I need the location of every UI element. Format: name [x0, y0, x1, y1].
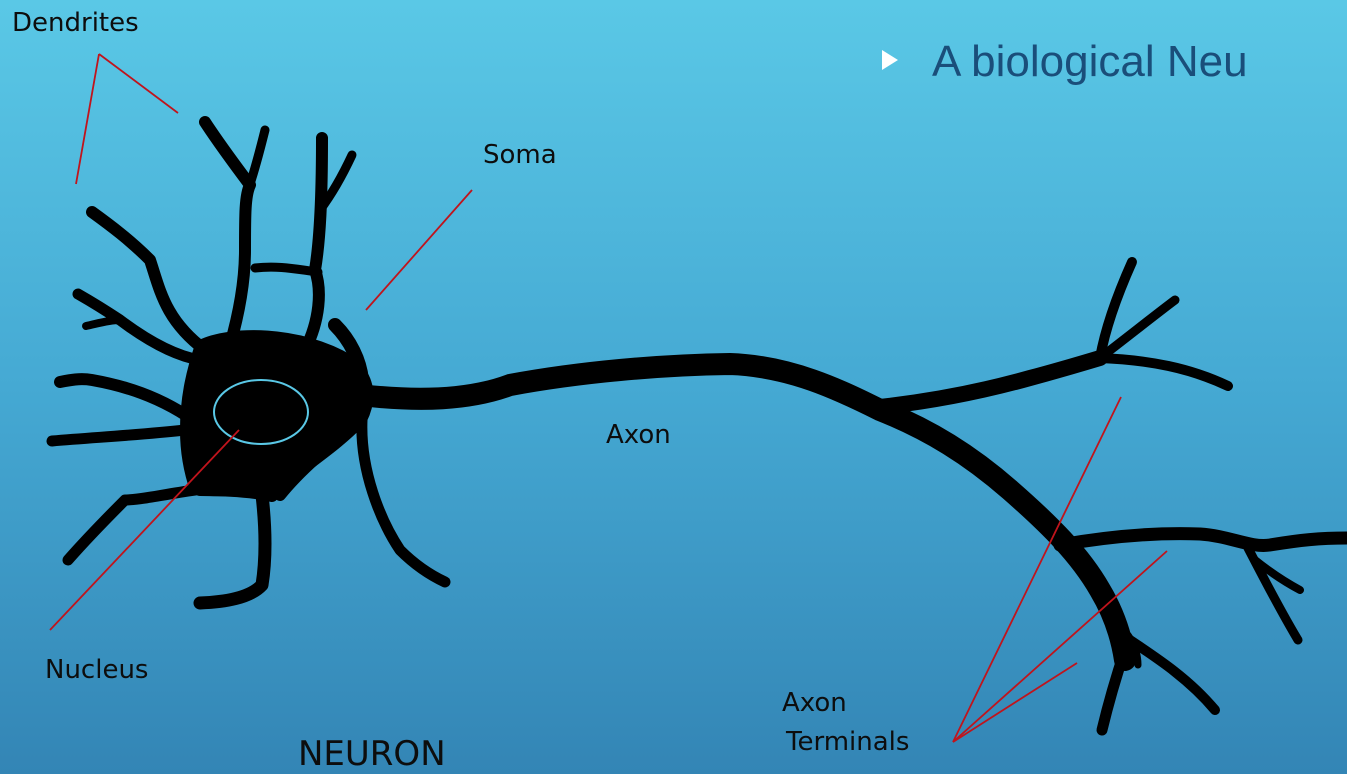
terminal-upper-3	[1100, 358, 1228, 386]
label-dendrites: Dendrites	[12, 10, 139, 36]
leader-dendrites-2	[76, 54, 99, 184]
axon-branch-lower	[1060, 534, 1347, 546]
diagram-caption: NEURON	[298, 737, 446, 771]
leader-soma	[366, 190, 472, 310]
label-axon-terminals-line2: Terminals	[786, 729, 909, 755]
dendrite-lower-left	[60, 379, 200, 425]
dendrite-bottom-left	[68, 490, 195, 560]
dendrite-upper-left	[92, 212, 205, 350]
bullet-text: A biological Neu	[932, 37, 1248, 86]
dendrite-bottom-1	[200, 495, 265, 603]
nucleus	[214, 380, 308, 444]
slide-bullet: A biological Neu	[882, 40, 1248, 84]
dendrite-top-1-branch	[248, 130, 265, 190]
axon-shaft	[360, 364, 1125, 660]
neuron-shape	[52, 122, 1347, 730]
label-nucleus: Nucleus	[45, 657, 148, 683]
leader-dendrites-1	[99, 54, 178, 113]
dendrite-bottom-right	[362, 420, 445, 582]
dendrite-top-2	[305, 138, 322, 350]
dendrite-left-branch	[86, 320, 120, 326]
terminal-bottom-2	[1130, 640, 1215, 710]
bullet-arrow-icon	[882, 50, 898, 70]
dendrite-far-left	[52, 430, 185, 441]
label-axon: Axon	[606, 422, 671, 448]
dendrite-top-1	[205, 122, 250, 345]
label-axon-terminals-line1: Axon	[782, 690, 847, 716]
terminal-bottom-1	[1102, 650, 1125, 730]
axon-branch-upper	[870, 358, 1100, 408]
dendrite-top-3	[255, 267, 318, 272]
label-soma: Soma	[483, 142, 557, 168]
